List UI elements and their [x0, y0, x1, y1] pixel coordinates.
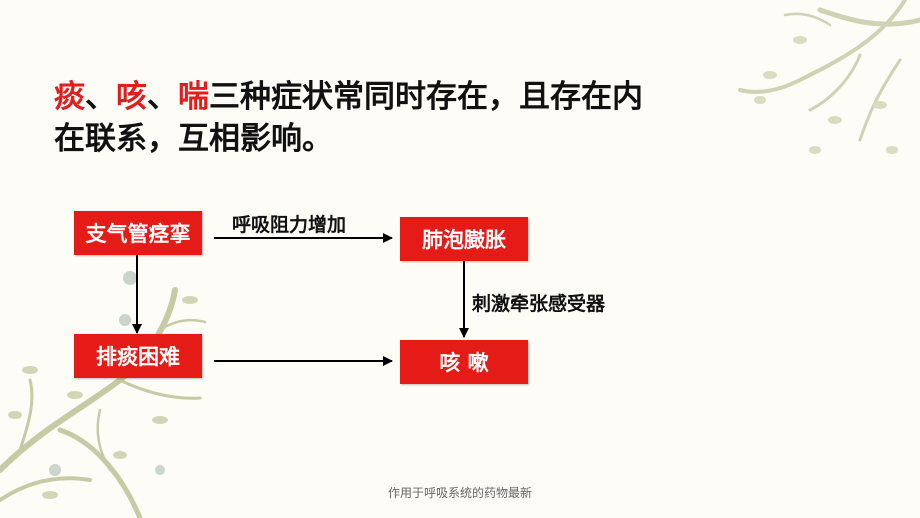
headline-text: 三种症状常同时存在，且存在内在联系，互相影响。	[54, 79, 643, 157]
headline: 痰、咳、喘三种症状常同时存在，且存在内在联系，互相影响。	[54, 76, 654, 160]
headline-separator: 、	[147, 79, 178, 115]
headline-word-wheeze: 喘	[178, 79, 209, 115]
box-alveolar-distension: 肺泡臌胀	[400, 217, 528, 261]
box-sputum-difficulty: 排痰困难	[74, 334, 202, 378]
label-airway-resistance: 呼吸阻力增加	[232, 214, 347, 236]
footer-caption: 作用于呼吸系统的药物最新	[387, 486, 532, 500]
headline-word-sputum: 痰	[54, 79, 85, 115]
box-cough: 咳 嗽	[400, 340, 528, 384]
box-bronchospasm: 支气管痉挛	[74, 211, 202, 255]
label-stretch-receptor: 刺激牵张感受器	[472, 293, 606, 315]
headline-word-cough: 咳	[116, 79, 147, 115]
headline-separator: 、	[85, 79, 116, 115]
